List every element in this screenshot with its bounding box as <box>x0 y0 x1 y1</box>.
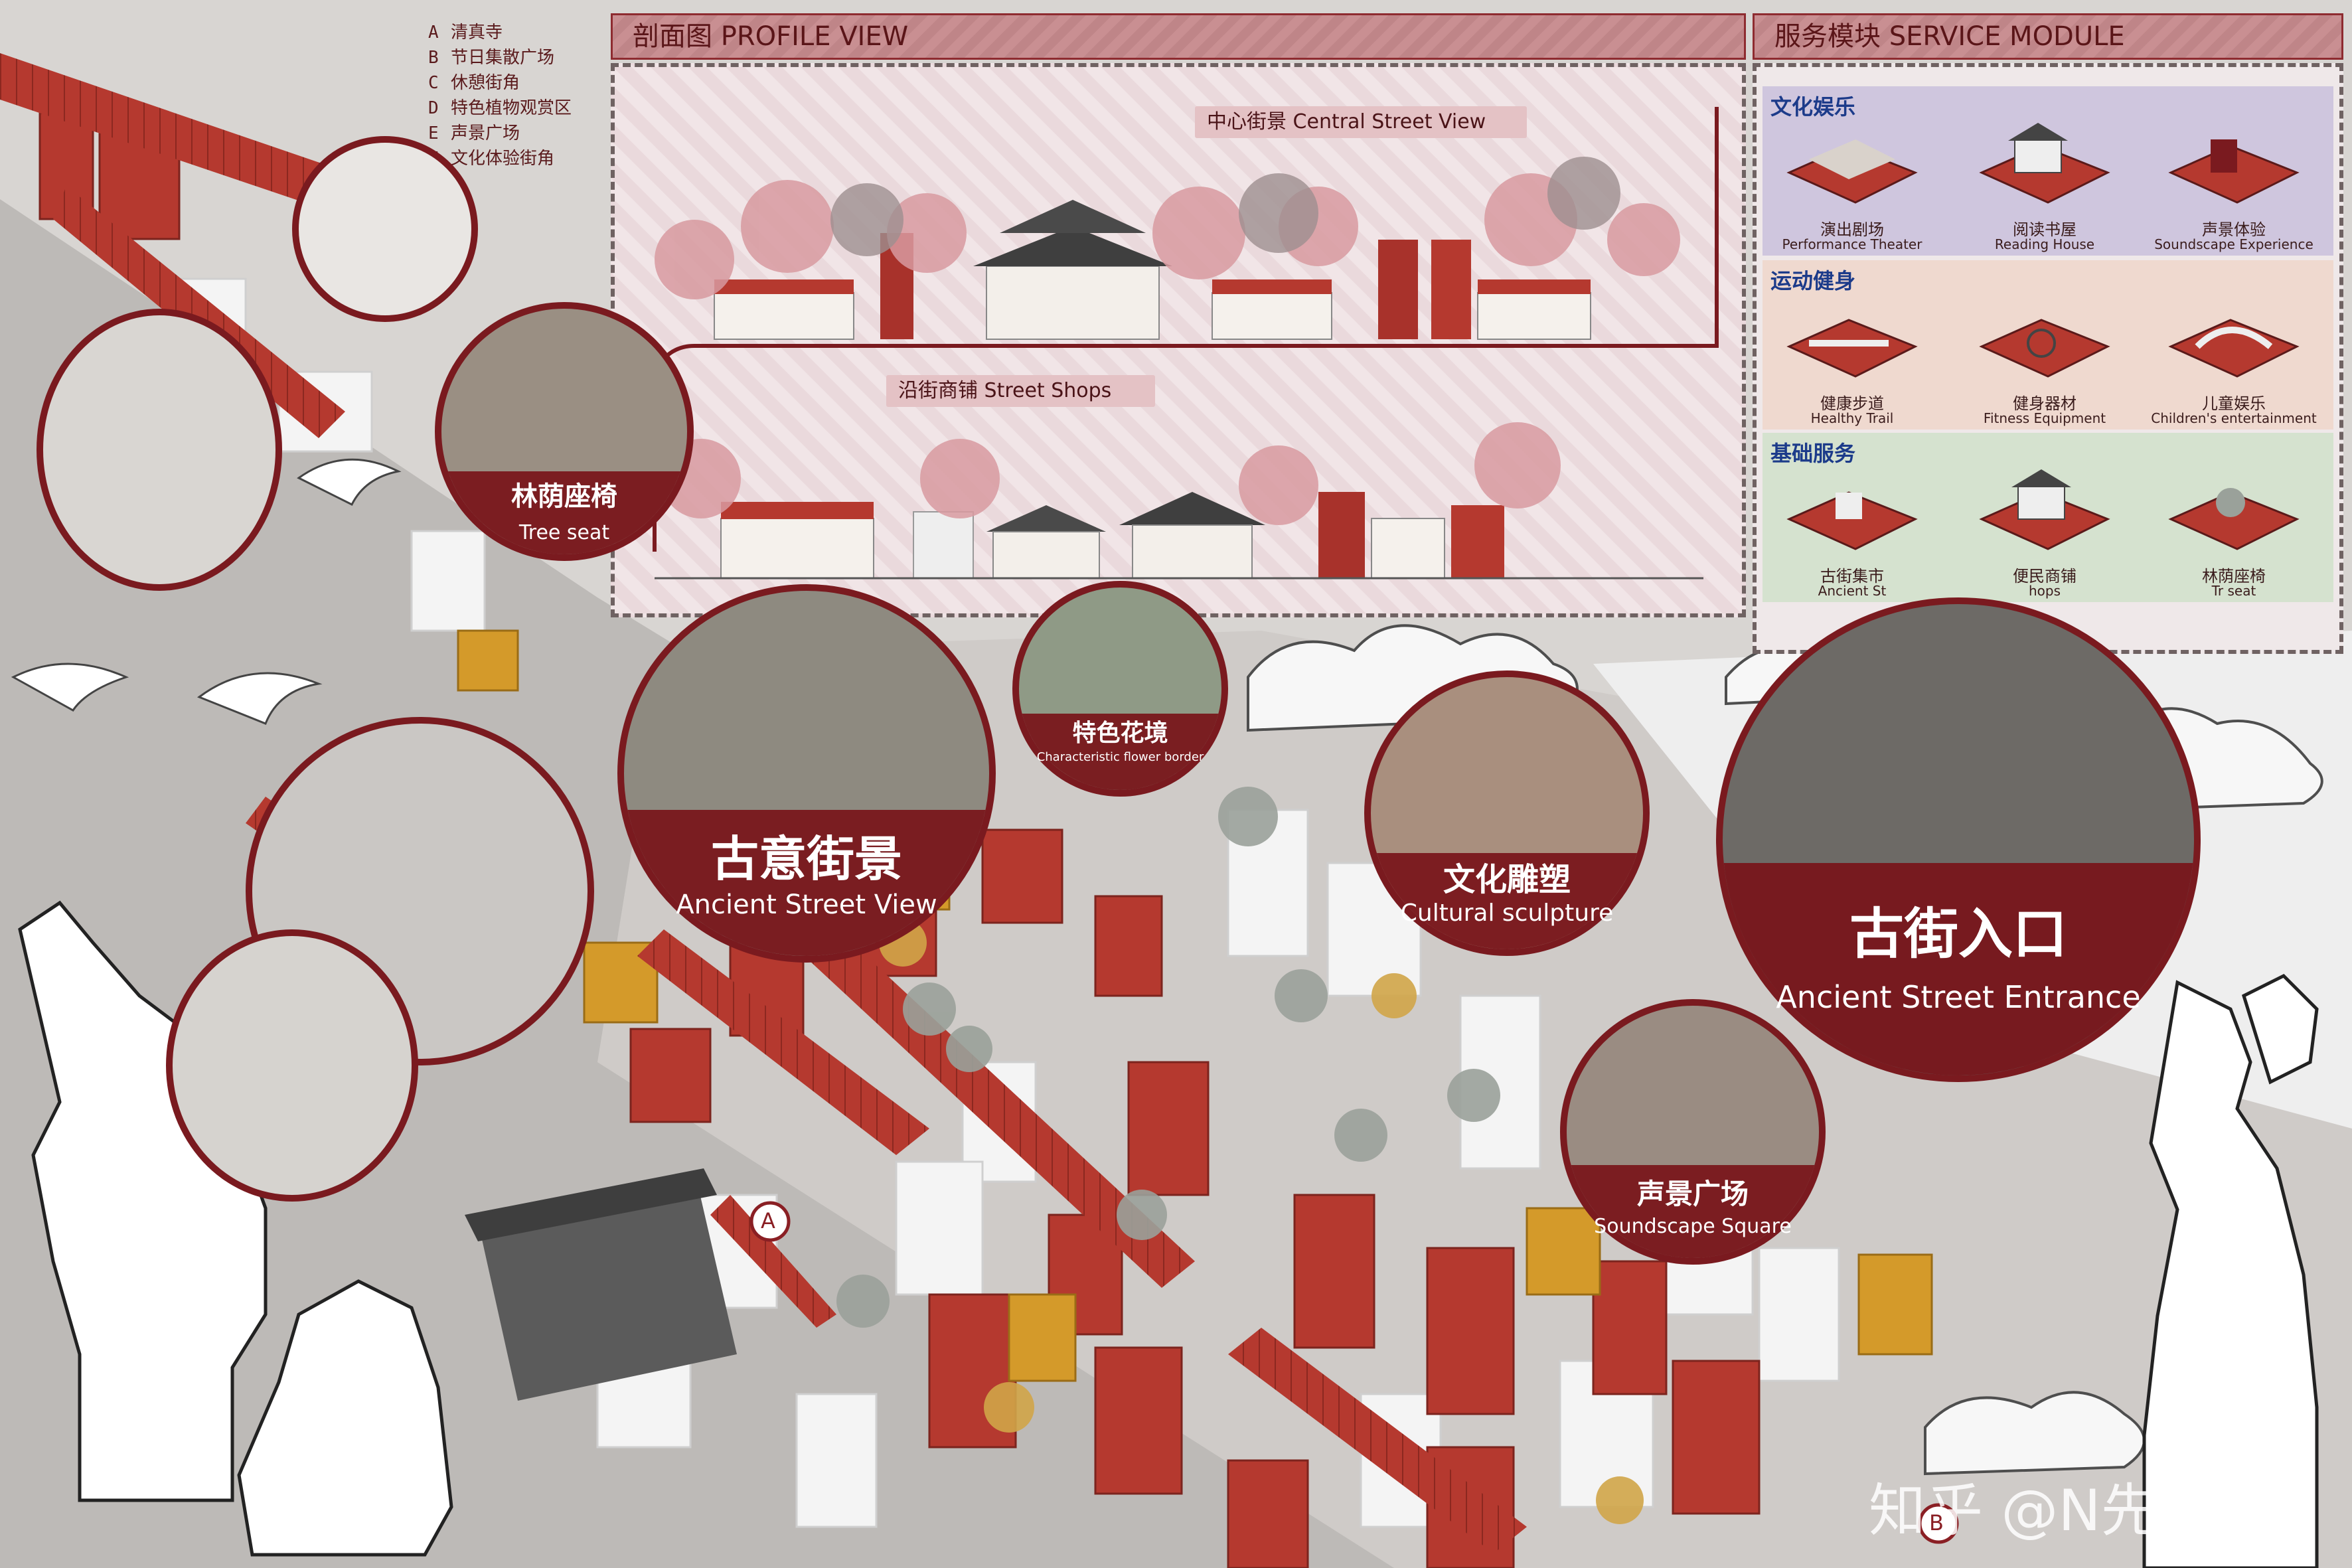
legend-item: F文化体验街角 <box>428 149 555 169</box>
reading-house-icon <box>1979 123 2110 204</box>
cultural-sculpture-subtitle: Cultural sculpture <box>1400 900 1614 927</box>
service-item-ancient-street-market: 古街集市 Ancient St <box>1763 433 1942 602</box>
soundscape-square-title: 声景广场 <box>1636 1178 1749 1210</box>
service-group-title: 基础服务 <box>1770 441 1856 466</box>
tree-seat-icon <box>2168 488 2300 550</box>
soundscape-square-circle <box>1560 999 1826 1265</box>
cultural-sculpture-circle <box>1364 670 1650 956</box>
service-item-childrens-entertainment: 儿童娱乐 Children's entertainment <box>2144 260 2323 430</box>
fitness-equipment-icon <box>1979 319 2110 378</box>
ancient-street-view-title: 古意街景 <box>710 831 902 887</box>
soundscape-square-subtitle: Soundscape Square <box>1594 1215 1792 1238</box>
service-group-sports: 运动健身 健康步道 Healthy Trail 健身器材 Fitness Equ… <box>1763 260 2333 430</box>
soundscape-plaza-circle <box>37 309 282 591</box>
map-marker-a: A <box>761 1208 775 1233</box>
service-item-healthy-trail: 健康步道 Healthy Trail <box>1763 260 1942 430</box>
watermark: 知乎 @N先生 <box>1869 1478 2215 1544</box>
plant-viewing-area-circle <box>246 717 594 1065</box>
flower-border-circle-title: 特色花境 <box>1072 720 1168 747</box>
childrens-entertainment-icon <box>2168 319 2300 378</box>
culture-experience-corner-circle <box>292 136 478 322</box>
service-group-culture: 文化娱乐 演出剧场 Performance Theater 阅读书屋 Readi… <box>1763 86 2333 256</box>
convenience-shops-icon <box>1979 469 2110 550</box>
soundscape-experience-icon <box>2168 139 2300 204</box>
tree-seat-circle <box>435 302 694 561</box>
service-module-header: 服务模块 SERVICE MODULE <box>1753 13 2343 60</box>
profile-view-header: 剖面图 PROFILE VIEW <box>611 13 1746 60</box>
section-drawings <box>653 107 1719 580</box>
service-item-fitness-equipment: 健身器材 Fitness Equipment <box>1955 260 2134 430</box>
profile-view-panel <box>611 63 1746 617</box>
service-group-title: 文化娱乐 <box>1770 94 1856 119</box>
tree-seat-circle-title: 林荫座椅 <box>511 481 617 512</box>
service-item-soundscape-experience: 声景体验 Soundscape Experience <box>2144 86 2323 256</box>
service-group-basic: 基础服务 古街集市 Ancient St 便民商铺 hops 林荫座椅 Tr s… <box>1763 433 2333 602</box>
service-item-performance-theater: 演出剧场 Performance Theater <box>1763 86 1942 256</box>
map-marker-b: B <box>1929 1510 1944 1535</box>
service-item-reading-house: 阅读书屋 Reading House <box>1955 86 2134 256</box>
service-item-convenience-shops: 便民商铺 hops <box>1955 433 2134 602</box>
service-group-title: 运动健身 <box>1770 268 1856 293</box>
tree-seat-circle-subtitle: Tree seat <box>518 521 610 544</box>
ancient-street-entrance-subtitle: Ancient Street Entrance <box>1776 979 2141 1015</box>
ancient-street-market-icon <box>1786 491 1918 550</box>
performance-theater-icon <box>1786 139 1918 204</box>
central-street-view-label: 中心街景 Central Street View <box>1195 106 1527 138</box>
flower-border-circle-subtitle: Characteristic flower border <box>1036 750 1204 764</box>
ancient-street-view-subtitle: Ancient Street View <box>676 890 937 920</box>
ancient-street-entrance-title: 古街入口 <box>1849 903 2067 966</box>
flower-border-circle <box>1012 581 1228 797</box>
rest-corner-circle <box>166 929 418 1202</box>
ancient-street-entrance-circle <box>1716 597 2201 1082</box>
cultural-sculpture-title: 文化雕塑 <box>1443 861 1571 898</box>
street-shops-label: 沿街商铺 Street Shops <box>886 375 1155 407</box>
ancient-street-view-circle <box>617 584 996 963</box>
service-item-tree-seat: 林荫座椅 Tr seat <box>2144 433 2323 602</box>
healthy-trail-icon <box>1786 319 1918 378</box>
